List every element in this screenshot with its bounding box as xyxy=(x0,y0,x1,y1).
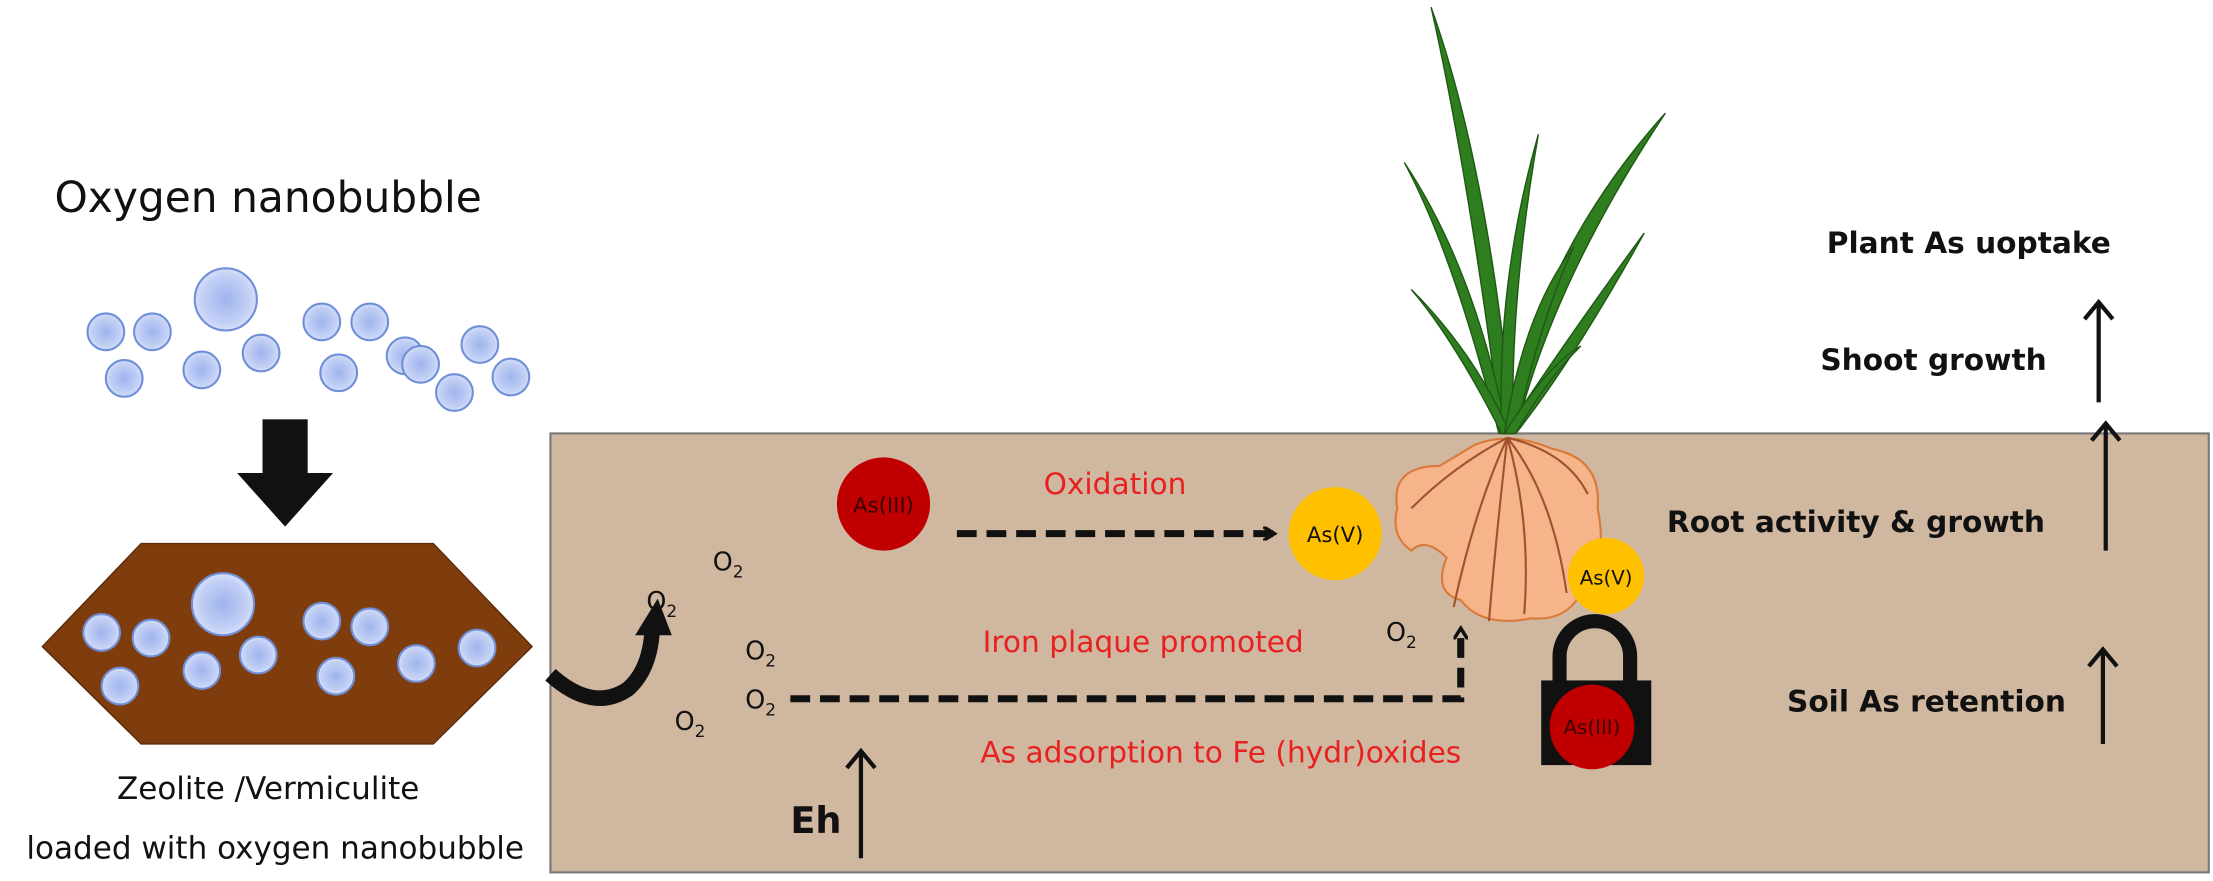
carrier-label-1: Zeolite /Vermiculite xyxy=(117,771,419,807)
svg-text:As(III): As(III) xyxy=(853,492,914,517)
eh-up-arrow-icon xyxy=(845,747,877,859)
plant-uptake-label: Plant As uoptake xyxy=(1827,225,2111,260)
retention-up-arrow-icon xyxy=(2087,646,2119,744)
soil-box xyxy=(549,432,2210,874)
soil-retention-label: Soil As retention xyxy=(1787,683,2066,718)
o2-transport-arrow xyxy=(790,630,1460,703)
iron-plaque-label: Iron plaque promoted xyxy=(983,624,1304,659)
eh-label: Eh xyxy=(790,799,841,842)
svg-text:O2: O2 xyxy=(675,706,706,741)
as5-particle-root: As(V) xyxy=(1568,537,1645,615)
svg-text:As(III): As(III) xyxy=(1564,716,1621,739)
svg-text:O2: O2 xyxy=(713,546,744,581)
shoot-up-arrow-icon xyxy=(2082,298,2115,403)
svg-text:O2: O2 xyxy=(1386,617,1417,652)
shoot-growth-label: Shoot growth xyxy=(1820,342,2046,377)
curved-arrow-icon xyxy=(545,598,672,706)
plant-leaves xyxy=(1403,6,1666,435)
svg-text:O2: O2 xyxy=(745,635,776,670)
svg-text:O2: O2 xyxy=(646,586,677,621)
adsorption-label: As adsorption to Fe (hydr)oxides xyxy=(980,734,1461,769)
title: Oxygen nanobubble xyxy=(54,173,481,222)
plant-roots xyxy=(1394,436,1602,622)
oxidation-label: Oxidation xyxy=(1044,466,1187,501)
o2-labels: O2 O2 O2 O2 O2 O2 xyxy=(646,546,1416,741)
as5-particle: As(V) xyxy=(1288,487,1382,581)
svg-text:As(V): As(V) xyxy=(1307,522,1363,547)
root-up-arrow-icon xyxy=(2089,420,2122,551)
root-activity-label: Root activity & growth xyxy=(1667,504,2045,539)
svg-text:As(V): As(V) xyxy=(1580,566,1633,589)
carrier-label-2: loaded with oxygen nanobubble xyxy=(26,830,524,866)
svg-text:O2: O2 xyxy=(745,685,776,720)
loaded-bubbles xyxy=(82,572,497,706)
as3-particle: As(III) xyxy=(836,457,931,551)
zeolite-carrier xyxy=(41,542,534,745)
nanobubbles xyxy=(86,267,531,412)
lock-icon: As(III) xyxy=(1541,614,1652,770)
down-arrow-icon xyxy=(237,419,334,527)
